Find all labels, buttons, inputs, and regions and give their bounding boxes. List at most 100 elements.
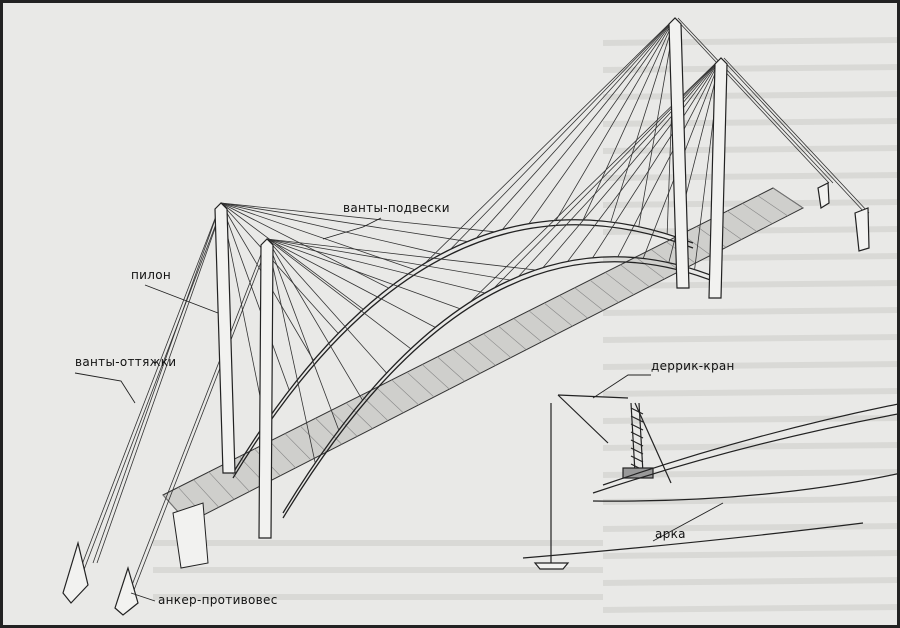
label-back-stays: ванты-оттяжки xyxy=(75,355,177,369)
bleed-line xyxy=(602,307,897,316)
bleed-line xyxy=(602,388,897,397)
deck-truss xyxy=(315,418,342,445)
bleed-line xyxy=(602,523,897,532)
anchor-counterweight xyxy=(62,540,89,604)
leader-arch xyxy=(652,502,724,542)
back-stay xyxy=(76,202,225,589)
deck-truss xyxy=(589,279,619,303)
label-derrick-crane: деррик-кран xyxy=(651,359,735,373)
bleed-line xyxy=(602,361,897,370)
suspension-stay xyxy=(220,202,495,233)
suspension-stay xyxy=(220,202,468,242)
anchor-counterweight xyxy=(854,207,870,252)
suspension-stay xyxy=(617,57,722,257)
suspension-stay xyxy=(266,238,412,350)
deck-segment xyxy=(522,522,864,559)
deck-truss xyxy=(742,203,773,224)
deck-truss xyxy=(452,348,481,374)
bleed-line xyxy=(602,604,897,613)
crane-boom xyxy=(557,394,629,399)
deck-truss xyxy=(376,387,404,413)
crane-load xyxy=(533,562,570,570)
arch-rib xyxy=(282,256,719,514)
suspension-stay xyxy=(638,17,676,227)
deck-truss xyxy=(528,310,558,335)
bridge-deck xyxy=(162,187,804,569)
deck-truss xyxy=(193,479,219,508)
suspension-stay xyxy=(476,17,676,239)
crane-lattice xyxy=(630,415,644,423)
suspension-stay xyxy=(450,17,676,250)
derrick-crane-inset xyxy=(522,394,897,570)
cables xyxy=(72,17,870,604)
bleed-line xyxy=(602,91,897,100)
suspension-stay xyxy=(502,17,676,230)
bleed-line xyxy=(602,145,897,154)
pylon xyxy=(214,202,236,474)
label-leaders xyxy=(74,217,724,602)
suspension-stay xyxy=(220,202,441,255)
bleed-line xyxy=(602,37,897,46)
bleed-line xyxy=(602,64,897,73)
back-stay xyxy=(674,17,830,184)
bleed-line xyxy=(602,280,897,289)
arch-rib xyxy=(282,261,719,519)
back-stay xyxy=(124,238,268,604)
anchor-counterweight xyxy=(817,182,830,209)
arch-segment xyxy=(592,413,897,494)
deck-truss xyxy=(345,402,373,429)
suspension-stay xyxy=(266,238,363,401)
bleed-line xyxy=(602,172,897,181)
suspension-stay xyxy=(220,202,290,391)
leader-derrick-crane xyxy=(592,374,651,399)
arches xyxy=(232,219,719,519)
deck-truss xyxy=(467,341,496,366)
deck-truss xyxy=(269,441,296,469)
leader-pylon xyxy=(144,284,219,314)
deck-truss xyxy=(483,333,512,358)
bleed-line xyxy=(602,118,897,127)
bleed-through-text xyxy=(153,37,897,613)
deck-truss xyxy=(757,195,788,217)
deck-truss xyxy=(513,318,542,343)
suspension-stay xyxy=(266,238,387,374)
back-stay xyxy=(720,57,866,214)
deck-truss xyxy=(650,249,681,272)
crane-mast xyxy=(630,402,636,474)
arch-segment xyxy=(592,473,897,502)
pier xyxy=(172,502,209,569)
bleed-line xyxy=(602,577,897,586)
deck-truss xyxy=(437,356,465,382)
bleed-line xyxy=(602,334,897,343)
suspension-stay xyxy=(542,57,722,268)
crane-lattice xyxy=(630,423,644,431)
suspension-stay xyxy=(266,238,340,431)
deck-truss xyxy=(406,371,435,398)
bleed-line xyxy=(602,496,897,505)
suspension-stay xyxy=(220,202,339,334)
label-arch: арка xyxy=(655,527,686,541)
deck-truss xyxy=(559,295,588,319)
label-anchor-counterweight: анкер-противовес xyxy=(158,593,278,607)
crane-back-stay xyxy=(634,402,672,484)
leader-anchor xyxy=(130,592,156,602)
deck-truss xyxy=(544,302,573,327)
pylon xyxy=(708,57,728,299)
suspension-stay xyxy=(220,202,364,310)
suspension-stay xyxy=(266,238,486,294)
leader-back-stays xyxy=(74,372,136,404)
suspension-stay xyxy=(592,57,722,258)
back-stay xyxy=(96,202,225,564)
label-pylon: пилон xyxy=(131,268,172,282)
arch-segment xyxy=(602,403,897,486)
suspension-stay xyxy=(582,17,676,221)
deck-truss xyxy=(391,379,419,406)
crane-lattice xyxy=(630,439,644,447)
crane-lattice xyxy=(630,431,644,439)
deck-truss xyxy=(620,264,650,287)
pylons xyxy=(214,17,728,539)
suspension-stay xyxy=(528,17,676,224)
deck-truss xyxy=(574,287,604,311)
pylon xyxy=(668,17,690,289)
